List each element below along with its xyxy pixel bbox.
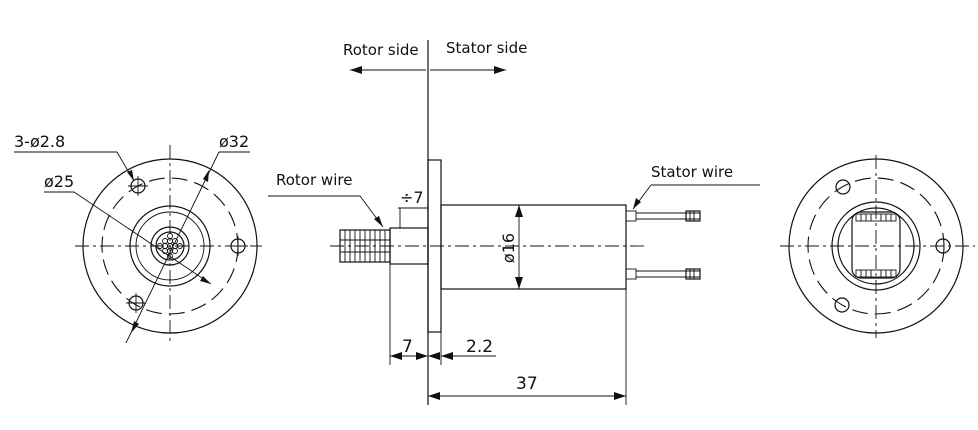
flange-thickness-dim: 2.2 bbox=[466, 337, 493, 357]
body-dia-dim: ø16 bbox=[499, 233, 518, 263]
housing-body bbox=[440, 204, 627, 290]
mounting-holes-dim: 3-ø2.8 bbox=[14, 132, 65, 151]
shaft-dia-dim: ÷7 bbox=[400, 188, 424, 207]
right-end-view bbox=[780, 155, 975, 338]
pcd-dim: ø25 bbox=[44, 172, 74, 191]
flange-od-dim: ø32 bbox=[219, 132, 249, 151]
rotor-wire-label: Rotor wire bbox=[276, 171, 352, 189]
left-end-view: 3-ø2.8 ø25 ø32 bbox=[14, 132, 262, 345]
stator-wire-outlet bbox=[851, 211, 901, 279]
rotor-side-label: Rotor side bbox=[343, 41, 419, 59]
wire-bundle bbox=[157, 233, 183, 259]
body-length-dim: 37 bbox=[516, 374, 538, 394]
rotor-wire-bundle bbox=[339, 229, 391, 263]
stator-side-label: Stator side bbox=[446, 39, 527, 57]
rotor-length-dim: 7 bbox=[402, 337, 413, 357]
mounting-hole-2 bbox=[935, 238, 951, 254]
mounting-hole-1 bbox=[835, 179, 851, 195]
mounting-hole-3 bbox=[834, 297, 850, 313]
stator-wire-label: Stator wire bbox=[651, 163, 733, 181]
stator-wires bbox=[625, 210, 701, 280]
side-view: Rotor side Stator side R bbox=[268, 39, 760, 405]
